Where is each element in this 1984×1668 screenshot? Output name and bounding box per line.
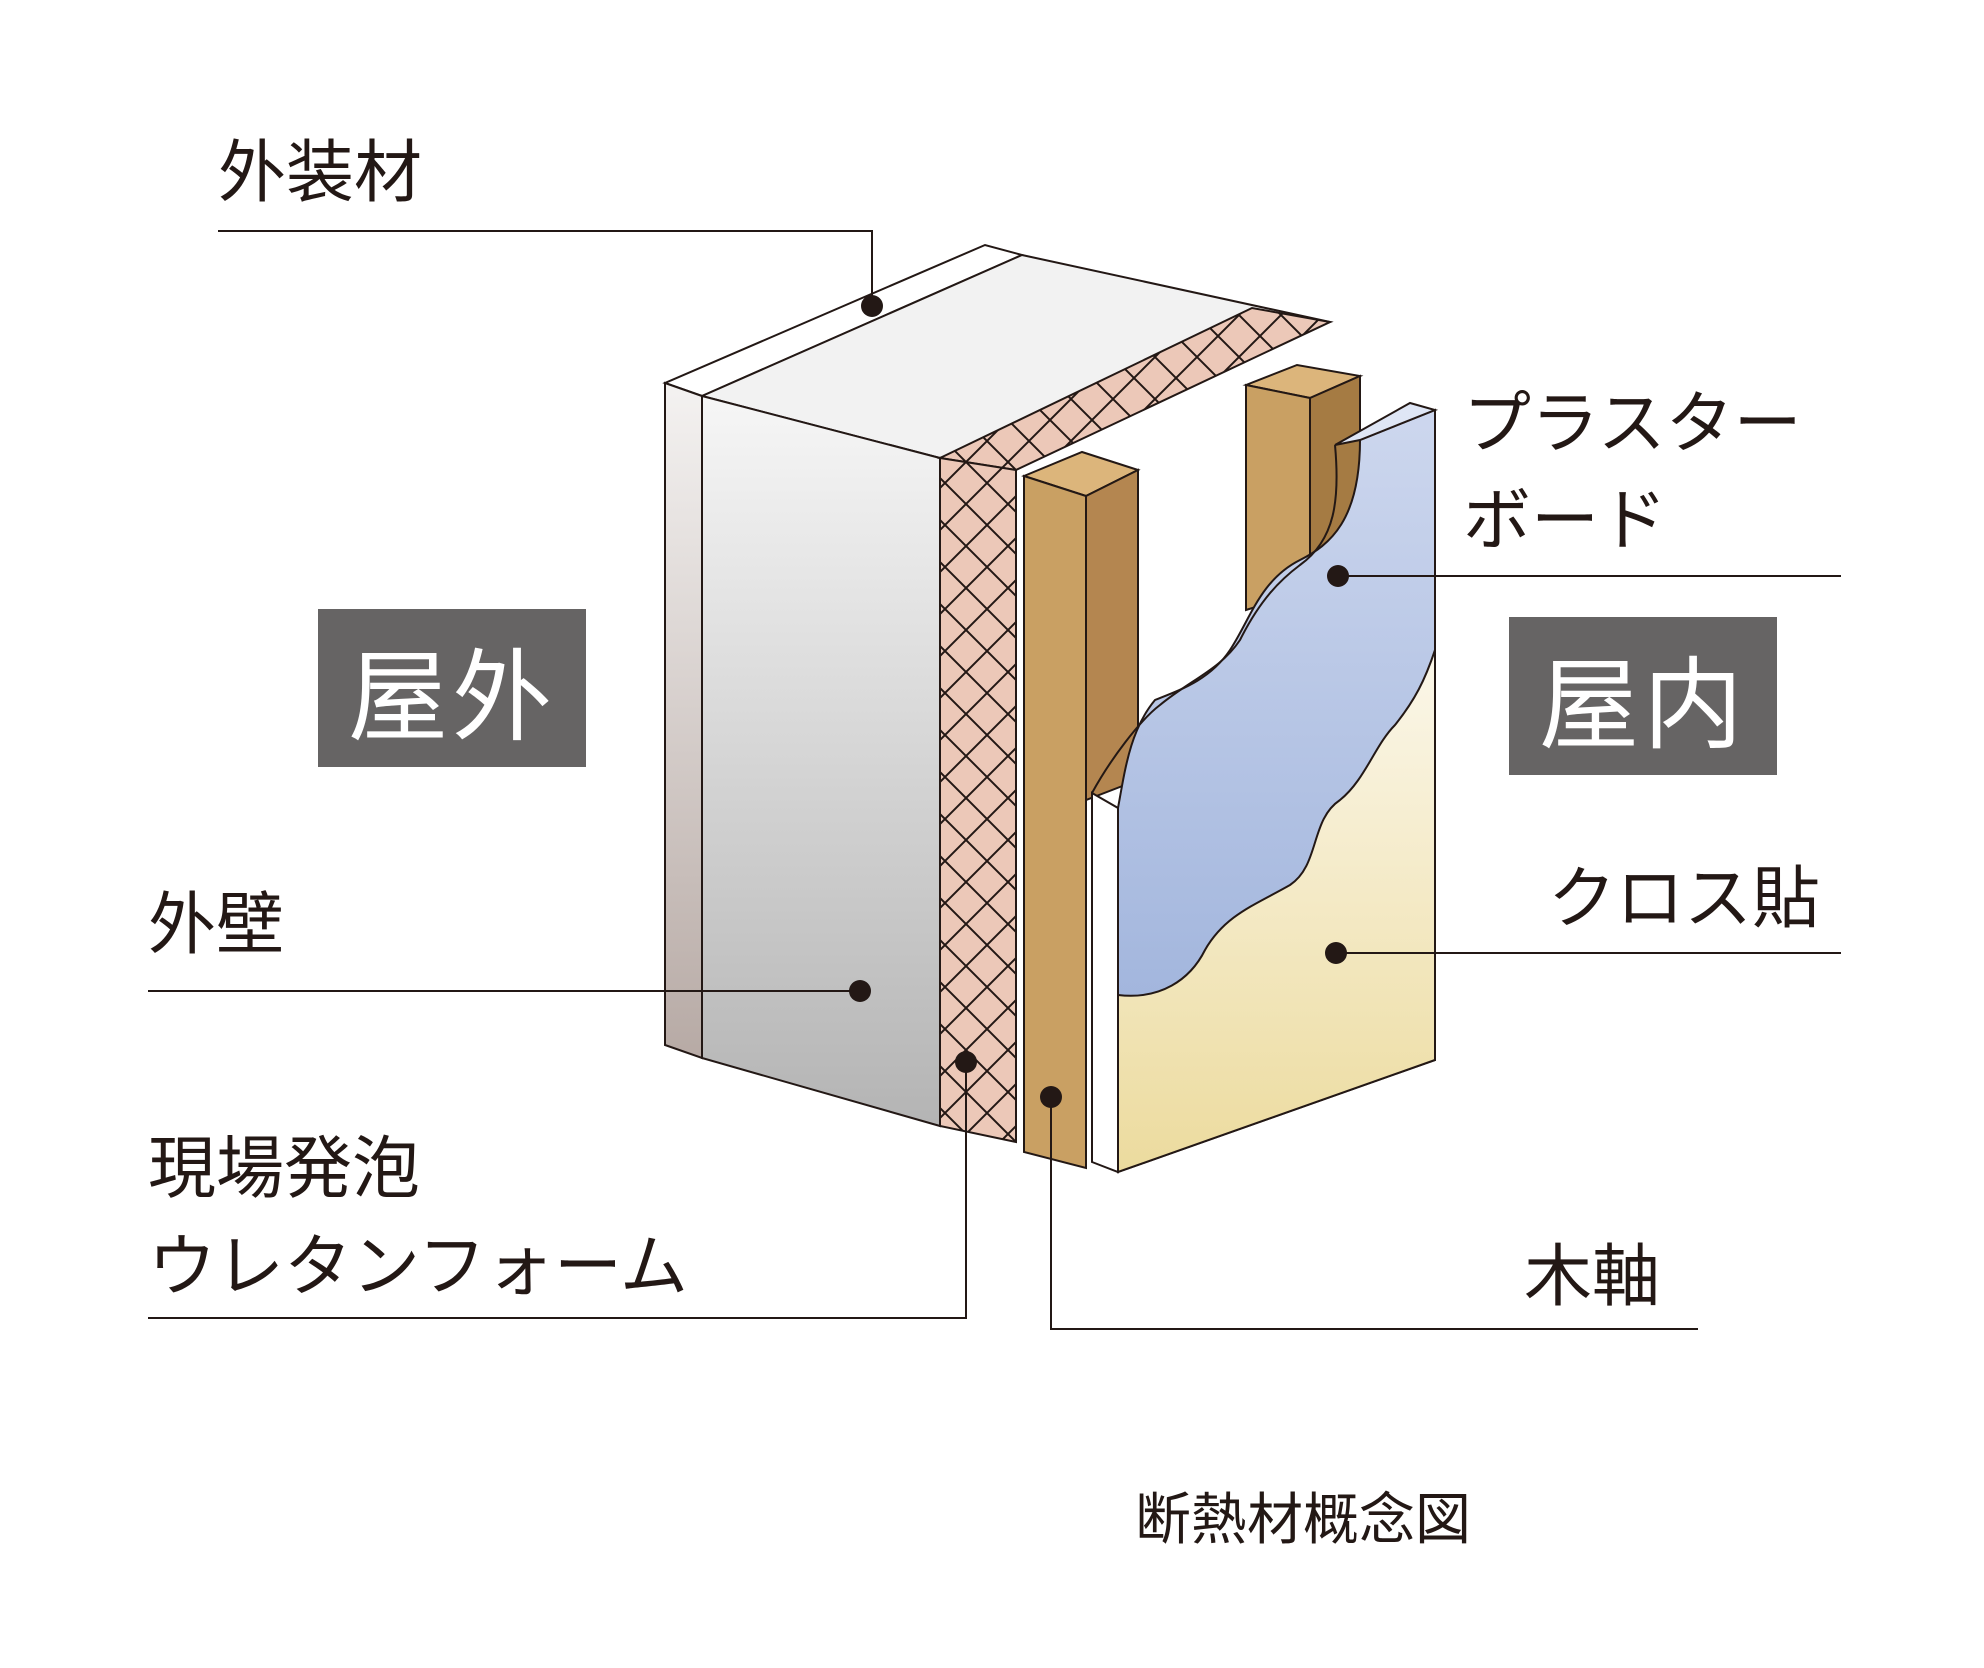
diagram-caption: 断熱材概念図 (1135, 1488, 1471, 1553)
badge-indoor: 屋内 (1509, 617, 1777, 775)
leader-exterior-finish (218, 230, 873, 305)
label-urethane-line2: ウレタンフォーム (148, 1228, 688, 1307)
leader-wood (1050, 1097, 1698, 1330)
label-plaster-line2: ボード (1463, 482, 1668, 561)
marker-exterior-finish (861, 295, 883, 317)
label-plaster-line1: プラスター (1463, 385, 1802, 464)
cloth-face (1117, 649, 1436, 1174)
plasterboard-edge (1091, 791, 1119, 1174)
marker-urethane (955, 1051, 977, 1073)
outer-wall-face (701, 394, 941, 1128)
marker-wood (1040, 1086, 1062, 1108)
marker-plaster (1327, 565, 1349, 587)
badge-outdoor: 屋外 (318, 609, 586, 767)
label-outer-wall: 外壁 (148, 886, 285, 965)
label-cloth: クロス貼 (1548, 860, 1821, 939)
label-exterior-finish: 外装材 (218, 134, 423, 213)
marker-outer-wall (849, 980, 871, 1002)
plasterboard-top-edge (1334, 401, 1439, 446)
marker-cloth (1325, 942, 1347, 964)
front-stud-front (1023, 474, 1087, 1170)
cladding-side-face (664, 381, 703, 1060)
label-wood-frame: 木軸 (1524, 1238, 1661, 1317)
leader-urethane (148, 1063, 967, 1319)
label-urethane-line1: 現場発泡 (148, 1130, 421, 1209)
insulation-front-face (939, 456, 1017, 1144)
